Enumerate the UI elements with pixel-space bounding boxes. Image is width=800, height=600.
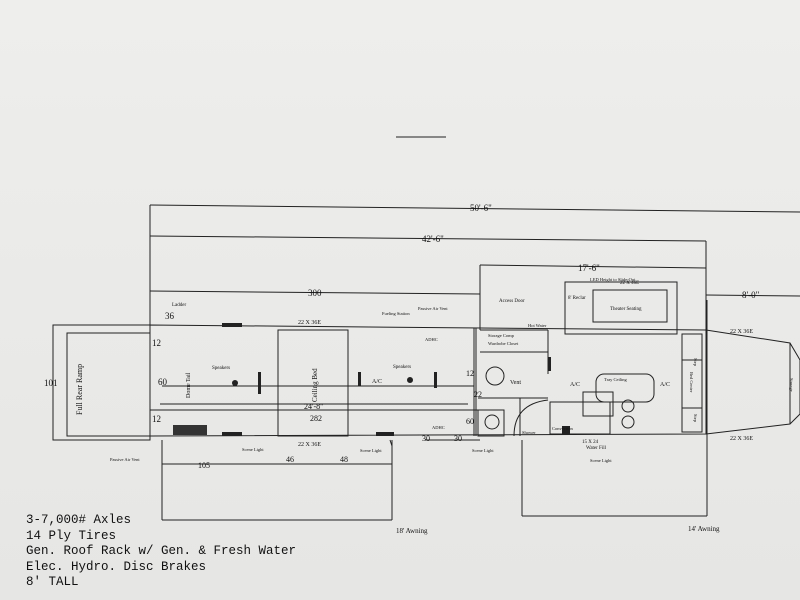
gooseneck-length: 8'-0" [742, 290, 760, 300]
awning-14-label: 14' Awning [688, 525, 720, 533]
gooseneck-dim-line [705, 294, 800, 297]
note-brakes: Elec. Hydro. Disc Brakes [26, 559, 207, 574]
width-right: 12 [152, 414, 161, 424]
step-2: Step [693, 414, 698, 423]
bath-dim-right: 12 [466, 369, 474, 378]
ceiling-bed [277, 329, 349, 437]
wardrobe-closet: Wardrobe Closet [488, 341, 519, 346]
recliner-label: 8' Reclar [568, 296, 586, 301]
spec-notes: 3-7,000# Axles 14 Ply Tires Gen. Roof Ra… [26, 513, 296, 591]
scene-light-1: Scene Light [242, 447, 264, 452]
fueling-station: Fueling Station [382, 311, 410, 316]
bed-center: Bed Center [689, 372, 694, 393]
scene-light-4: Scene Light [590, 458, 612, 463]
toilet-area [477, 409, 505, 437]
garage-length: 300 [308, 288, 322, 298]
bath-dim-2: 60 [466, 417, 474, 426]
window-4: 22 X 36E [730, 436, 753, 442]
shower-label: Shower [522, 430, 536, 435]
adhc-bottom: ADHC [432, 425, 445, 430]
note-axles: 3-7,000# Axles [26, 513, 132, 527]
gooseneck-nose [705, 329, 800, 435]
overall-dim-line [149, 204, 800, 213]
overall-length: 50'-6" [470, 203, 492, 213]
door-30-a: 30 [422, 434, 430, 443]
slide-out [564, 281, 678, 335]
step-1: Step [693, 358, 698, 367]
lq-length: 17'-6" [578, 263, 600, 273]
speakers-right: Speakers [393, 365, 411, 370]
theater-seating: Theater Seating [610, 307, 642, 312]
width-mid: 60 [158, 377, 168, 387]
ramp-depth: 36 [165, 311, 175, 321]
ramp-height: 101 [44, 378, 58, 388]
window-2: 22 X 36E [298, 442, 321, 448]
kitchen-counter [549, 401, 611, 435]
front-bed [681, 333, 703, 433]
table [595, 373, 655, 403]
speakers-left: Speakers [212, 366, 230, 371]
passive-vent-top: Passive Air Vent [418, 306, 448, 311]
hot-water: Hot Water [528, 323, 547, 328]
passive-vent-bottom: Passive Air Vent [110, 457, 140, 462]
scene-light-3: Scene Light [472, 448, 494, 453]
storage-right: Storage [789, 378, 794, 392]
note-height: 8' TALL [26, 575, 79, 589]
ac-1: A/C [372, 379, 382, 385]
rear-ramp [52, 324, 151, 441]
tray-ceiling: Tray Ceiling [604, 377, 627, 382]
ac-3: A/C [660, 382, 670, 388]
body-dim-line [149, 235, 707, 242]
spacing-48: 48 [340, 455, 348, 464]
note-tires: 14 Ply Tires [26, 528, 117, 543]
spacing-46: 46 [286, 455, 294, 464]
ac-2: A/C [570, 382, 580, 388]
awning-18-label: 18' Awning [396, 527, 428, 535]
window-1: 22 X 36E [298, 320, 321, 326]
water-fill: Water Fill [586, 446, 607, 451]
access-door: Access Door [499, 299, 525, 304]
bath-dim: 22 [474, 390, 482, 399]
led-height: LED Height to Slide-Out [590, 277, 636, 282]
ramp-label: Full Rear Ramp [75, 364, 84, 415]
width-left: 12 [152, 338, 161, 348]
body-length: 42'-6" [422, 234, 444, 244]
dome-tail-label: Dome Tail [186, 372, 192, 398]
convection-label: Convection [552, 426, 573, 431]
note-roof-rack: Gen. Roof Rack w/ Gen. & Fresh Water [26, 544, 297, 558]
interior-length-in: 282 [310, 414, 322, 423]
lq-dim-line [479, 264, 707, 269]
garage-dim-line [149, 290, 481, 295]
window-5: 22 X 46E [620, 281, 639, 286]
scene-light-2: Scene Light [360, 448, 382, 453]
interior-length-ft: 24'-8" [304, 402, 323, 411]
ceiling-bed-label: Ceiling Bed [311, 368, 319, 402]
window-3: 22 X 36E [730, 329, 753, 335]
vent-label: Vent [510, 380, 521, 386]
adhc-top: ADHC [425, 337, 438, 342]
window-6: 15 X 24 [582, 440, 599, 445]
door-30-b: 30 [454, 434, 462, 443]
spacing-105: 105 [198, 461, 210, 470]
storage-comp: Storage Comp [488, 333, 515, 338]
ladder-label: Ladder [172, 303, 186, 308]
sink [485, 366, 505, 386]
